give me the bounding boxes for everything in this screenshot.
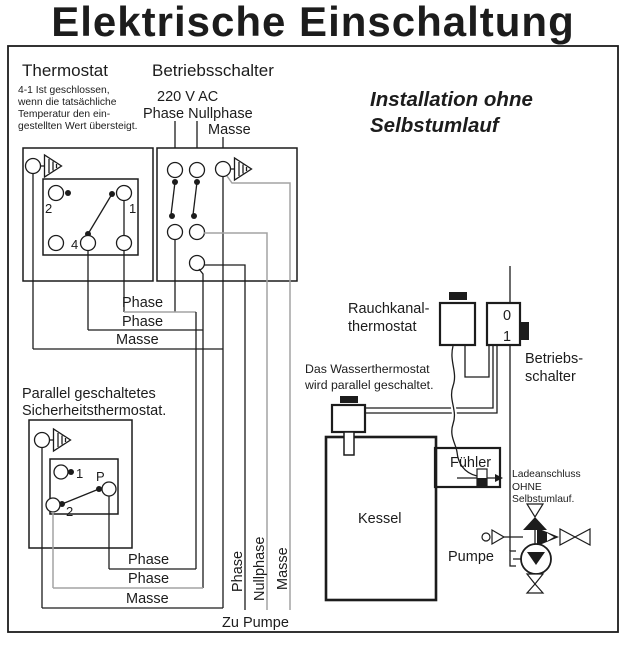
check-valve-icon (481, 532, 491, 542)
aux-terminal (188, 254, 206, 272)
rauchkanal-label-line: Rauchkanal- (348, 301, 430, 317)
wire-label-phase-2: Phase (122, 314, 163, 330)
installation-heading-line: Selbstumlauf (370, 114, 501, 137)
thermostat-cap (449, 292, 467, 300)
thermostat-cap (340, 396, 358, 403)
check-valve-icon (491, 528, 506, 546)
wire-label-phase-b2: Phase (128, 571, 169, 587)
wasserthermostat-note-line: wird parallel geschaltet. (304, 378, 434, 392)
thermostat-pocket (343, 431, 355, 456)
fuehler-box: Fühler (433, 446, 503, 489)
safety-terminal-label-2: 2 (66, 504, 73, 519)
ground-terminal (24, 157, 42, 175)
safety-terminal-label-p: P (96, 469, 105, 484)
wasserthermostat-box (330, 396, 367, 434)
terminal-label-4: 4 (71, 237, 78, 252)
switch-pole-2 (188, 161, 206, 241)
contact-lever (87, 193, 113, 235)
thermostat-heading: Thermostat (22, 61, 108, 80)
thermostat-note-line: wenn die tatsächliche (17, 97, 117, 108)
kessel-label: Kessel (358, 511, 402, 527)
kessel-box: Kessel (324, 435, 438, 602)
ladeanschluss-note-line: Ladeanschluss (512, 469, 581, 480)
page-title: Elektrische Einschaltung (51, 0, 575, 45)
nullphase-bus-wire (204, 232, 268, 610)
safety-heading-line: Sicherheitsthermostat. (22, 403, 166, 419)
betriebsschalter-label-line: schalter (525, 369, 576, 385)
terminal-label-1: 1 (129, 201, 136, 216)
thermostat-note-line: 4-1 Ist geschlossen, (18, 85, 110, 96)
switch-pole-1 (166, 161, 184, 241)
bus-label-phase: Phase (230, 551, 246, 592)
switch-knob (520, 322, 529, 340)
ladeanschluss-note-line: Selbstumlauf. (512, 494, 574, 505)
thermostat-note-line: Temperatur den ein- (18, 109, 110, 120)
thermostat-contact-box (42, 178, 139, 256)
phase2-wire (198, 268, 204, 588)
wire-label-phase-b1: Phase (128, 552, 169, 568)
terminal-label-2: 2 (45, 201, 52, 216)
sensor-icon (457, 468, 503, 487)
wire-label-masse: Masse (116, 332, 159, 348)
shutoff-valve-icon (573, 528, 591, 546)
shutoff-valve-icon (559, 528, 577, 546)
vent-valve-icon (525, 503, 545, 519)
ground-icon (48, 428, 72, 452)
rauchkanal-label-line: thermostat (348, 319, 417, 335)
installation-heading-line: Installation ohne (370, 88, 533, 111)
bus-label-masse: Masse (275, 547, 291, 590)
pump-connector (509, 550, 521, 567)
left-circuit: Thermostat 4-1 Ist geschlossen, wenn die… (17, 61, 298, 631)
safety-terminal-label-1: 1 (76, 466, 83, 481)
ground-icon (229, 157, 253, 181)
betriebsschalter-box (156, 147, 298, 282)
phase-bus-wire (204, 264, 246, 610)
supply-voltage-label: 220 V AC (157, 89, 218, 105)
ground-icon (39, 154, 63, 178)
valve-assembly (481, 503, 591, 594)
wire-label-masse-b: Masse (126, 591, 169, 607)
fuehler-label: Fühler (450, 455, 491, 471)
parallel-wire-2 (365, 346, 498, 414)
masse-bus-wire (226, 175, 291, 610)
right-installation: Installation ohne Selbstumlauf Rauchkana… (304, 88, 591, 602)
pumpe-label: Pumpe (448, 549, 494, 565)
parallel-wire-1 (365, 346, 494, 409)
mixing-valve-icon (523, 517, 547, 530)
safety-contact-box (49, 458, 119, 515)
ground-terminal (214, 160, 232, 178)
safety-thermostat-box: 1 P 2 (28, 419, 133, 549)
betriebsschalter-heading: Betriebsschalter (152, 61, 274, 80)
safety-heading-line: Parallel geschaltetes (22, 386, 156, 402)
switch-position-1: 1 (503, 329, 511, 345)
ground-terminal (33, 431, 51, 449)
contact-lever (61, 488, 100, 505)
outer-frame (7, 45, 619, 633)
masse-supply-label: Masse (208, 122, 251, 138)
wasserthermostat-note-line: Das Wasserthermostat (305, 362, 430, 376)
ladeanschluss-note-line: OHNE (512, 482, 542, 493)
capillary-line (450, 345, 478, 477)
pump-valve-icon (525, 583, 545, 594)
bus-label-nullphase: Nullphase (252, 537, 268, 602)
flow-arrow-notch (547, 533, 554, 541)
wire-label-phase-1: Phase (122, 295, 163, 311)
switch-position-0: 0 (503, 308, 511, 324)
pump-valve-icon (525, 573, 545, 585)
betriebsschalter-label-line: Betriebs- (525, 351, 583, 367)
u-link-wire (464, 346, 490, 378)
pump-icon (520, 543, 552, 575)
phase-nullphase-label: Phase Nullphase (143, 106, 253, 122)
to-pump-label: Zu Pumpe (222, 615, 289, 631)
operating-switch-box: 0 1 (485, 301, 529, 347)
thermostat-note-line: gestellten Wert übersteigt. (18, 121, 137, 132)
rauchkanal-thermostat-box (438, 292, 477, 347)
